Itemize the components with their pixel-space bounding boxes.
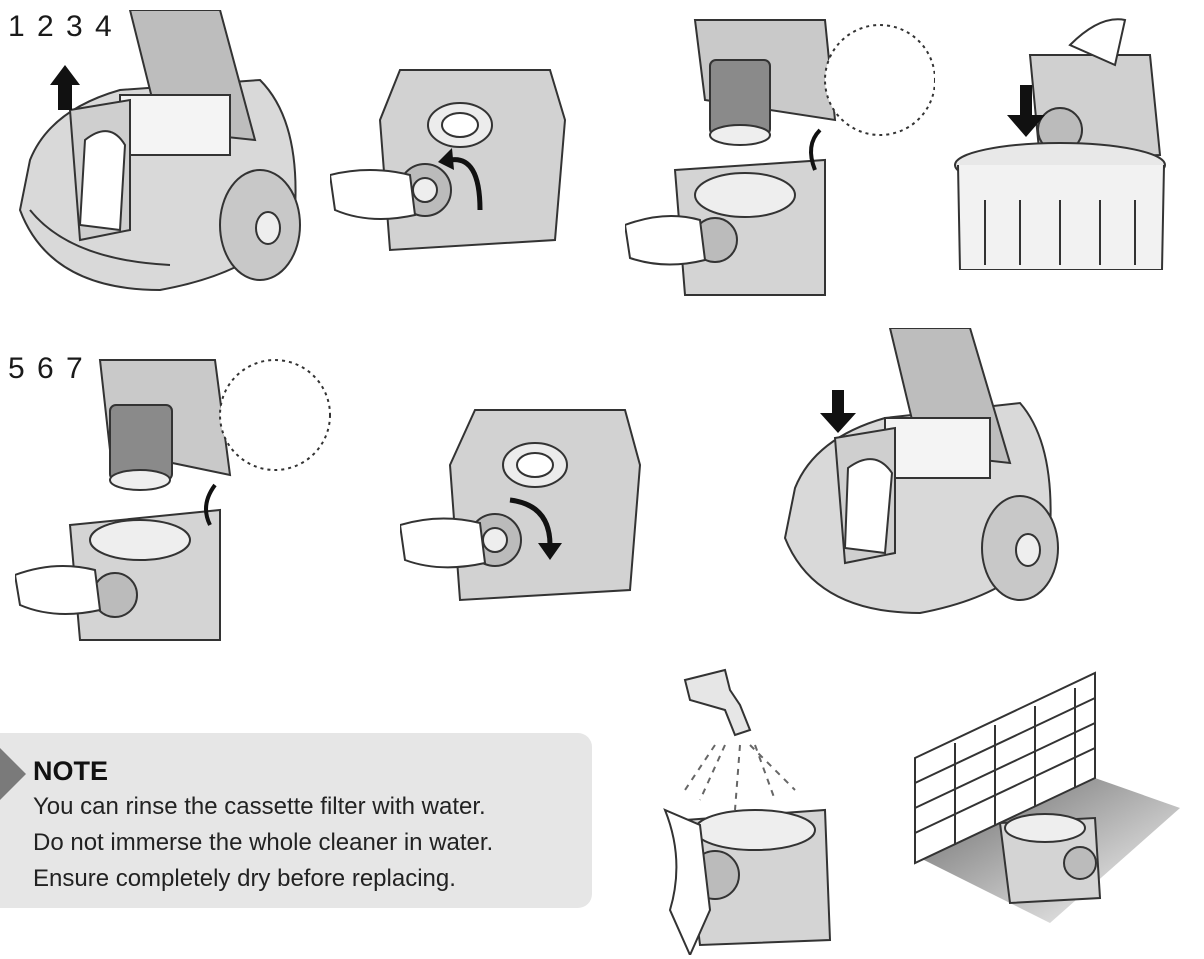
- illustration-reassemble-filter: [15, 325, 335, 645]
- illustration-empty-bin: [950, 15, 1170, 270]
- illustration-open-cap: [330, 50, 570, 260]
- note-box: [0, 733, 592, 908]
- steps-1-4-label: 1 2 3 4: [8, 10, 114, 43]
- note-title: NOTE: [33, 756, 109, 786]
- illustration-close-cap: [400, 395, 645, 605]
- illustration-dry-in-shade: [910, 668, 1185, 928]
- illustration-separate-filter: [625, 0, 935, 300]
- steps-5-7-label: 5 6 7: [8, 352, 85, 385]
- illustration-insert-cassette: [780, 328, 1060, 618]
- note-line-no-immerse: Do not immerse the whole cleaner in wate…: [33, 829, 494, 856]
- note-line-dry: Ensure completely dry before replacing.: [33, 865, 456, 892]
- illustration-lift-cassette: [10, 10, 310, 295]
- illustration-rinse-under-tap: [645, 660, 845, 955]
- note-line-rinse: You can rinse the cassette filter with w…: [33, 793, 486, 820]
- note-marker-icon: [0, 748, 26, 800]
